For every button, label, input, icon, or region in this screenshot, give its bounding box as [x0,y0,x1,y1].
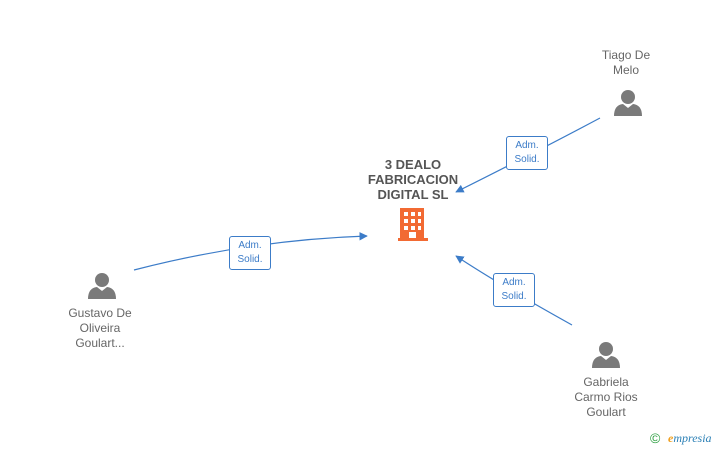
copyright-symbol: © [650,430,661,446]
person-icon-gabriela[interactable] [592,342,620,368]
company-name[interactable]: 3 DEALO FABRICACION DIGITAL SL [367,157,459,202]
person-icon-tiago[interactable] [614,90,642,116]
brand-initial: e [668,431,674,445]
building-icon[interactable] [398,208,428,241]
role-badge-line1: Adm. [238,240,262,251]
role-badge-line2: Solid. [501,291,527,302]
person-icon-gustavo[interactable] [88,273,116,299]
brand-logo: empresia [668,430,712,446]
role-badge-gustavo: Adm. Solid. [229,236,271,270]
person-name-gustavo[interactable]: Gustavo De Oliveira Goulart... [68,306,132,350]
role-badge-line2: Solid. [514,154,540,165]
role-badge-line2: Solid. [237,254,263,265]
role-badge-line1: Adm. [515,140,539,151]
role-badge-tiago: Adm. Solid. [506,136,548,170]
brand-rest: mpresia [673,431,712,445]
role-badge-line1: Adm. [502,277,526,288]
person-name-tiago[interactable]: Tiago De Melo [601,48,651,77]
person-name-gabriela[interactable]: Gabriela Carmo Rios Goulart [574,375,638,419]
role-badge-gabriela: Adm. Solid. [493,273,535,307]
